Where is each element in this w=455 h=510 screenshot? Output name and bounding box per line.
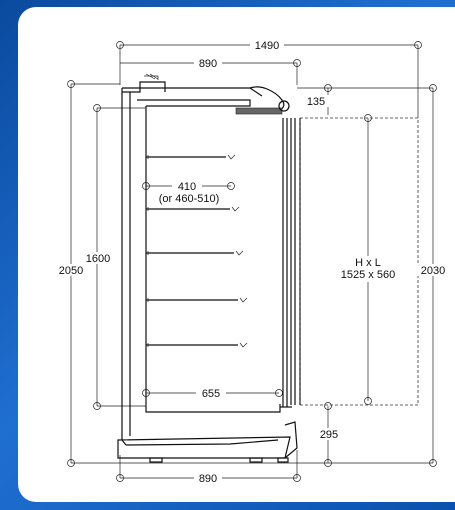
label-base-offset: 295 xyxy=(320,429,338,441)
door-outline xyxy=(299,117,419,406)
shelves xyxy=(146,154,248,348)
compressor-unit-icon xyxy=(235,100,290,115)
cabinet-outline xyxy=(117,81,301,463)
dim-base-shelf-depth xyxy=(142,108,283,397)
shelf xyxy=(146,154,236,160)
label-overall-height: 2050 xyxy=(59,265,83,277)
label-door-title: H x L xyxy=(355,257,381,269)
shelf xyxy=(146,206,240,212)
label-shelf-depth: 410 xyxy=(178,181,196,193)
shelf xyxy=(146,342,248,348)
vent-icon xyxy=(144,73,159,80)
label-top-depth: 890 xyxy=(199,58,217,70)
shelf xyxy=(146,250,244,256)
label-door-size: 1525 x 560 xyxy=(341,269,395,281)
label-overall-width: 1490 xyxy=(255,40,279,52)
label-bottom-depth: 890 xyxy=(199,473,217,485)
shelf xyxy=(146,297,248,303)
label-shelf-zone-height: 1600 xyxy=(86,253,110,265)
dim-bottom-line xyxy=(71,459,433,467)
label-side-height: 2030 xyxy=(421,265,445,277)
label-base-shelf-depth: 655 xyxy=(202,388,220,400)
label-canopy-offset: 135 xyxy=(307,96,325,108)
label-shelf-depth-alt: (or 460-510) xyxy=(159,193,220,205)
